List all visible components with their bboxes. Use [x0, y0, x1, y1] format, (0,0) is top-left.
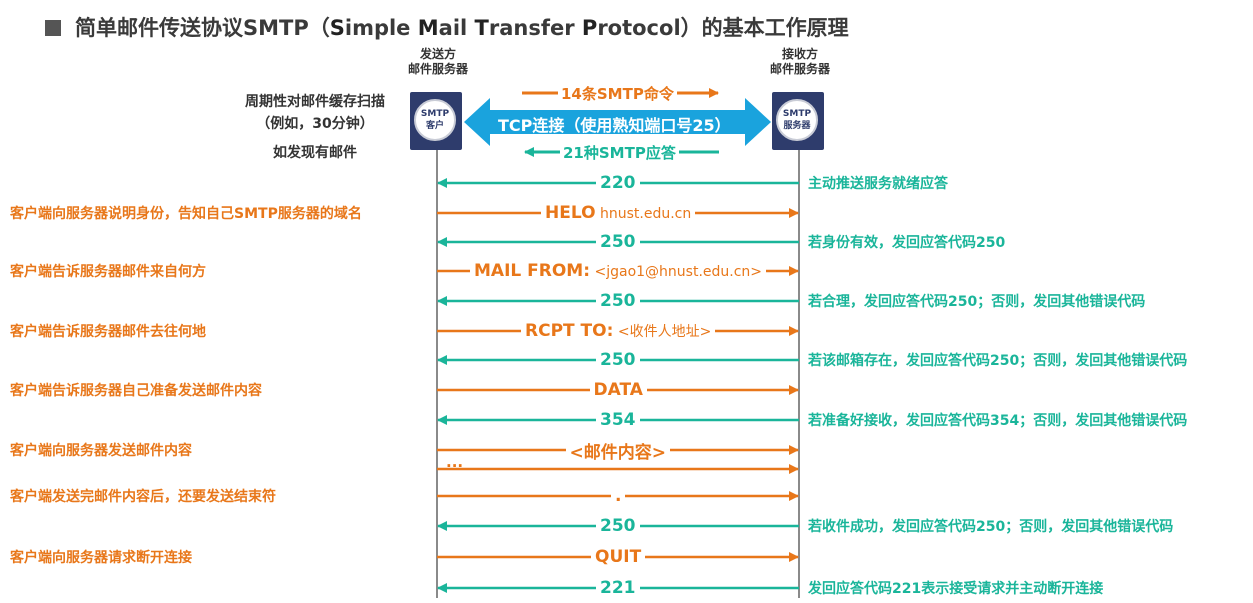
- smtp-server-circle: SMTP 服务器: [776, 99, 818, 141]
- reply-code-label: 354: [596, 410, 640, 430]
- client-action-note: 客户端告诉服务器邮件去往何地: [10, 324, 206, 340]
- smtp-server-node: SMTP 服务器: [772, 92, 824, 150]
- command-label: .: [611, 486, 626, 506]
- reply-code-label: 250: [596, 516, 640, 536]
- client-mail-found-note: 如发现有邮件: [273, 145, 357, 161]
- reply-code-label: 250: [596, 232, 640, 252]
- replies-label: 21种SMTP应答: [560, 142, 679, 163]
- reply-code-label: 220: [596, 173, 640, 193]
- command-label: HELO hnust.edu.cn: [541, 203, 696, 223]
- smtp-client-circle: SMTP 客户: [414, 99, 456, 141]
- message-name: .: [615, 486, 622, 506]
- message-argument: <jgao1@hnust.edu.cn>: [590, 264, 763, 280]
- sender-header: 发送方 邮件服务器: [407, 47, 468, 76]
- receiver-header: 接收方 邮件服务器: [769, 47, 830, 76]
- client-action-note: 客户端告诉服务器邮件来自何方: [10, 264, 206, 280]
- page-title: 简单邮件传送协议SMTP（Simple Mail Transfer Protoc…: [45, 12, 849, 42]
- command-label: <邮件内容>: [565, 437, 670, 463]
- message-name: <邮件内容>: [569, 442, 667, 463]
- message-name: DATA: [593, 380, 643, 400]
- client-action-note: 客户端向服务器发送邮件内容: [10, 443, 192, 459]
- client-action-note: 客户端向服务器说明身份，告知自己SMTP服务器的域名: [10, 206, 362, 222]
- command-label: QUIT: [591, 547, 646, 567]
- client-action-note: 客户端告诉服务器自己准备发送邮件内容: [10, 383, 262, 399]
- server-reply-note: 若合理，发回应答代码250；否则，发回其他错误代码: [808, 294, 1146, 310]
- command-label: MAIL FROM: <jgao1@hnust.edu.cn>: [470, 261, 767, 281]
- title-square-icon: [45, 20, 61, 36]
- message-name: 354: [600, 410, 636, 430]
- message-name: 221: [600, 578, 636, 598]
- smtp-client-node: SMTP 客户: [410, 92, 462, 150]
- message-name: 250: [600, 291, 636, 311]
- message-name: RCPT TO:: [525, 321, 614, 341]
- server-reply-note: 发回应答代码221表示接受请求并主动断开连接: [808, 581, 1104, 597]
- message-name: 250: [600, 350, 636, 370]
- tcp-connection-arrow: [464, 98, 771, 146]
- client-scan-note: 周期性对邮件缓存扫描 （例如，30分钟）: [245, 94, 385, 132]
- message-name: 250: [600, 232, 636, 252]
- message-argument: hnust.edu.cn: [595, 206, 692, 222]
- message-name: MAIL FROM:: [474, 261, 591, 281]
- client-action-note: 客户端发送完邮件内容后，还要发送结束符: [10, 489, 276, 505]
- message-name: 250: [600, 516, 636, 536]
- server-reply-note: 若准备好接收，发回应答代码354；否则，发回其他错误代码: [808, 413, 1188, 429]
- commands-label: 14条SMTP命令: [558, 83, 677, 104]
- reply-code-label: 221: [596, 578, 640, 598]
- command-label: RCPT TO: <收件人地址>: [521, 321, 716, 341]
- command-label: DATA: [589, 380, 647, 400]
- message-name: HELO: [545, 203, 596, 223]
- server-reply-note: 若身份有效，发回应答代码250: [808, 235, 1006, 251]
- server-reply-note: 主动推送服务就绪应答: [808, 176, 948, 192]
- message-name: 220: [600, 173, 636, 193]
- message-argument: <收件人地址>: [613, 324, 712, 340]
- reply-code-label: 250: [596, 291, 640, 311]
- server-reply-note: 若收件成功，发回应答代码250；否则，发回其他错误代码: [808, 519, 1174, 535]
- reply-code-label: 250: [596, 350, 640, 370]
- tcp-label: TCP连接（使用熟知端口号25）: [498, 116, 731, 135]
- ellipsis-label: ...: [446, 453, 464, 471]
- server-reply-note: 若该邮箱存在，发回应答代码250；否则，发回其他错误代码: [808, 353, 1188, 369]
- client-action-note: 客户端向服务器请求断开连接: [10, 550, 192, 566]
- message-name: QUIT: [595, 547, 642, 567]
